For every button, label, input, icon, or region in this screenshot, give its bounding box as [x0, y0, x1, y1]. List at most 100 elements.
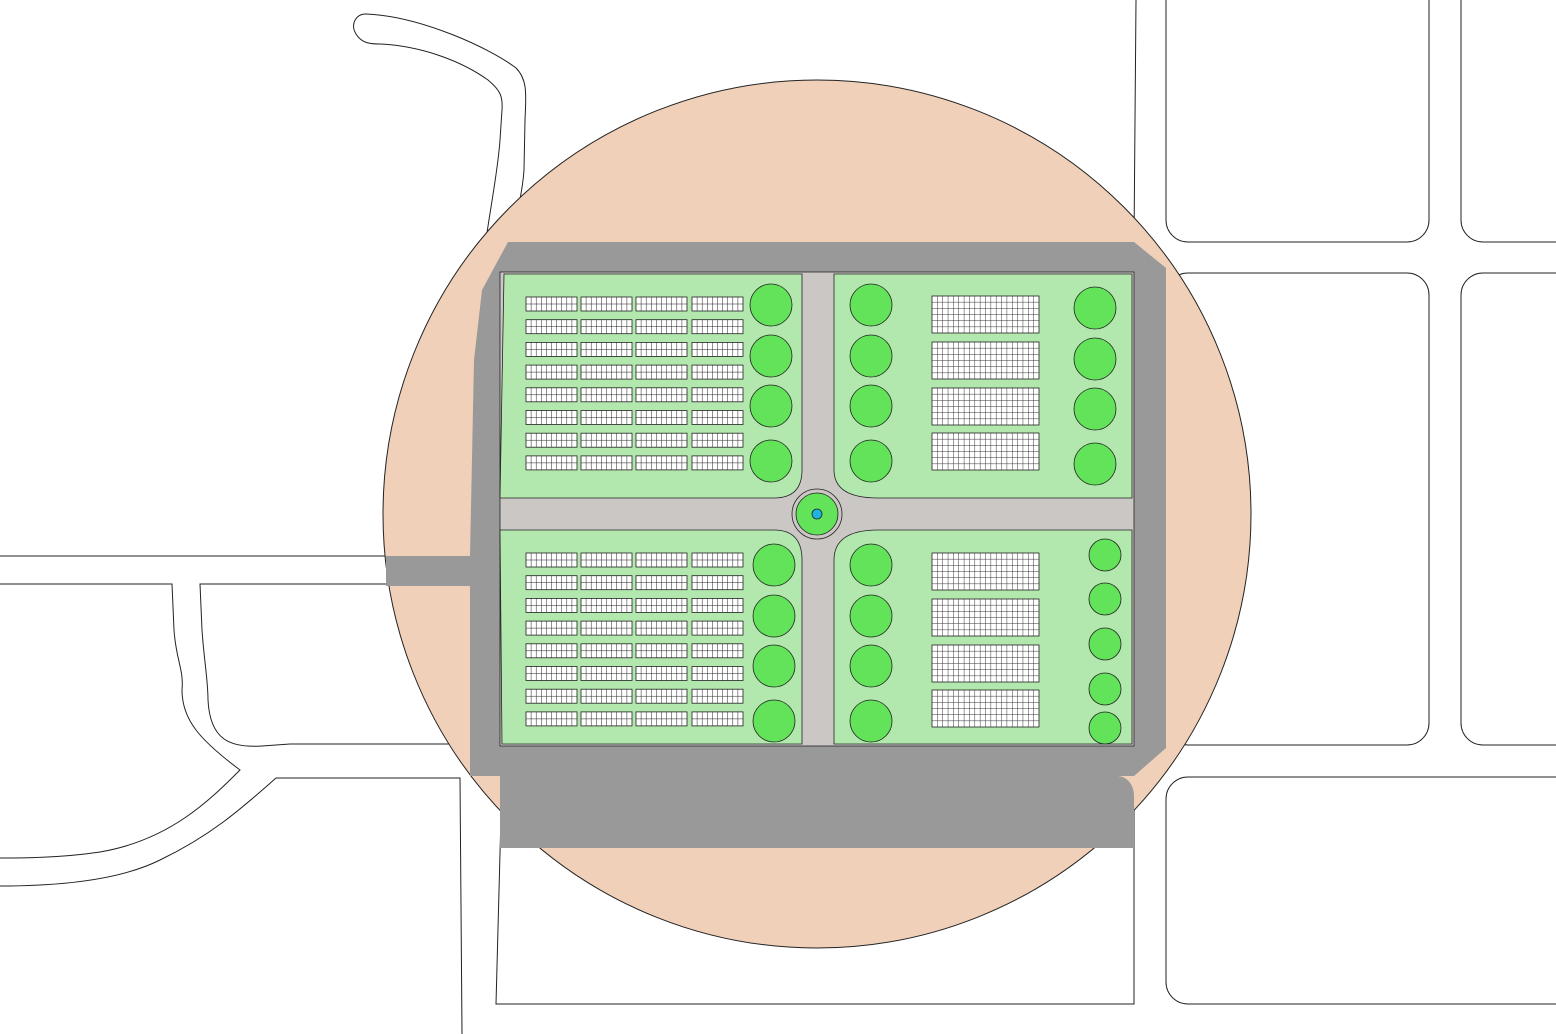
tree-icon	[749, 384, 793, 428]
tree-icon	[1088, 711, 1122, 745]
garden-plot	[635, 432, 688, 448]
parcel-e-2	[1460, 272, 1556, 746]
west-road-south-edge	[0, 583, 241, 859]
tree-icon	[1073, 442, 1117, 486]
tree-icon	[1088, 538, 1122, 572]
garden-plot	[635, 711, 688, 727]
garden-plot	[635, 666, 688, 681]
garden-plot	[691, 688, 744, 704]
garden-plot	[635, 296, 688, 312]
garden-plot	[525, 432, 578, 448]
garden-plot	[525, 364, 578, 380]
tree-icon	[1088, 672, 1122, 706]
garden-plot	[580, 620, 633, 636]
tree-icon	[752, 644, 796, 688]
garden-plot	[580, 598, 633, 613]
grid-plot-block	[931, 689, 1040, 728]
garden-plot	[691, 711, 744, 727]
tree-icon	[1073, 286, 1117, 330]
garden-plot	[525, 319, 578, 335]
garden-plot	[635, 319, 688, 335]
garden-plot	[635, 455, 688, 471]
tree-icon	[752, 594, 796, 638]
garden-plot	[580, 410, 633, 425]
garden-plot	[525, 296, 578, 312]
tree-icon	[849, 439, 893, 483]
garden-plot	[525, 552, 578, 568]
garden-plot	[580, 387, 633, 403]
garden-plot	[635, 620, 688, 636]
garden-plot	[691, 387, 744, 403]
garden-plot	[580, 341, 633, 357]
garden-plot	[525, 688, 578, 704]
tree-icon	[849, 699, 893, 743]
garden-plot	[691, 319, 744, 335]
tree-icon	[749, 283, 793, 327]
lawn-north-east	[833, 273, 1133, 499]
garden-plot	[525, 387, 578, 403]
garden-plot	[580, 364, 633, 380]
garden-plot	[525, 643, 578, 659]
tree-icon	[1073, 337, 1117, 381]
garden-plot	[691, 552, 744, 568]
garden-plot	[525, 666, 578, 681]
garden-plot	[580, 643, 633, 659]
grid-plot-block	[931, 295, 1040, 334]
garden-plot	[580, 666, 633, 681]
garden-plot	[580, 296, 633, 312]
southwest-curve	[0, 777, 463, 1034]
tree-icon	[752, 699, 796, 743]
garden-plot	[580, 455, 633, 471]
garden-plot	[525, 620, 578, 636]
lawn-south-east	[833, 529, 1133, 745]
tree-icon	[1073, 387, 1117, 431]
east-road-west-edge	[1133, 0, 1137, 243]
garden-plot	[635, 688, 688, 704]
garden-plot	[635, 552, 688, 568]
grid-plot-block	[931, 387, 1040, 426]
west-road-inner-edge	[199, 583, 470, 747]
garden-plot	[691, 643, 744, 659]
garden-plot	[691, 575, 744, 591]
parcel-ne-2	[1460, 0, 1556, 243]
garden-plot	[691, 364, 744, 380]
tree-icon	[1088, 582, 1122, 616]
garden-plot	[691, 296, 744, 312]
grid-plot-block	[931, 552, 1040, 591]
garden-plot	[691, 432, 744, 448]
garden-plot	[525, 598, 578, 613]
garden-plot	[580, 575, 633, 591]
garden-plot	[635, 410, 688, 425]
garden-plot	[691, 410, 744, 425]
grid-plot-block	[931, 598, 1040, 637]
garden-plot	[635, 643, 688, 659]
garden-plot	[635, 364, 688, 380]
park	[499, 271, 1135, 747]
fountain-water	[811, 508, 823, 520]
garden-plot	[691, 598, 744, 613]
garden-plot	[635, 598, 688, 613]
tree-icon	[752, 543, 796, 587]
parcel-ne-1	[1165, 0, 1430, 243]
grid-plot-block	[931, 432, 1040, 471]
garden-plot	[635, 341, 688, 357]
tree-icon	[849, 384, 893, 428]
tree-icon	[849, 543, 893, 587]
garden-plot	[580, 319, 633, 335]
parcel-se	[1165, 776, 1556, 1005]
tree-icon	[849, 644, 893, 688]
garden-plot	[635, 387, 688, 403]
tree-icon	[849, 334, 893, 378]
south-parcel	[495, 777, 1135, 1005]
garden-plot	[525, 341, 578, 357]
garden-plot	[691, 341, 744, 357]
tree-icon	[849, 283, 893, 327]
garden-plot	[525, 455, 578, 471]
garden-plot	[580, 711, 633, 727]
garden-plot	[525, 575, 578, 591]
garden-plot	[580, 432, 633, 448]
perimeter-roads	[386, 242, 1166, 848]
garden-plot	[691, 455, 744, 471]
